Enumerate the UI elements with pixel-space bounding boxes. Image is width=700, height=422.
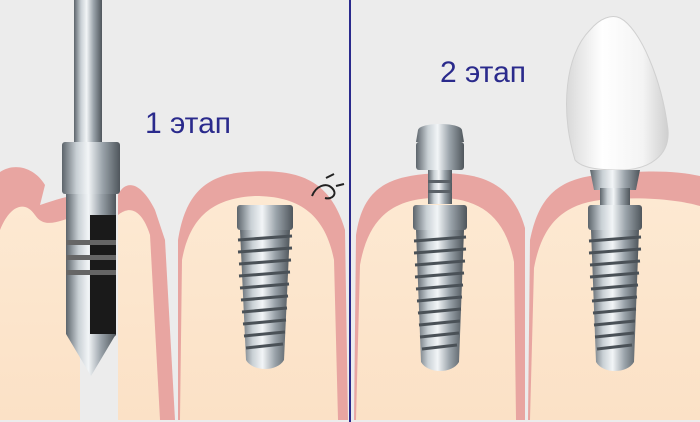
abutment-icon bbox=[416, 124, 464, 204]
panel-stage-1-drilling bbox=[0, 0, 175, 420]
panel-stage-1-implant bbox=[178, 171, 348, 420]
stage-1-label: 1 этап bbox=[145, 107, 231, 140]
suture-icon bbox=[311, 173, 345, 200]
implant-icon bbox=[588, 205, 642, 371]
panel-stage-2-crown bbox=[528, 16, 700, 420]
panel-stage-2-abutment bbox=[354, 124, 525, 420]
implant-icon bbox=[413, 205, 467, 371]
implant-icon bbox=[237, 205, 293, 369]
bone bbox=[118, 210, 160, 420]
stage-2-label: 2 этап bbox=[440, 56, 526, 89]
abutment-icon bbox=[590, 170, 640, 206]
drill-icon bbox=[62, 0, 120, 376]
bone bbox=[0, 206, 80, 420]
